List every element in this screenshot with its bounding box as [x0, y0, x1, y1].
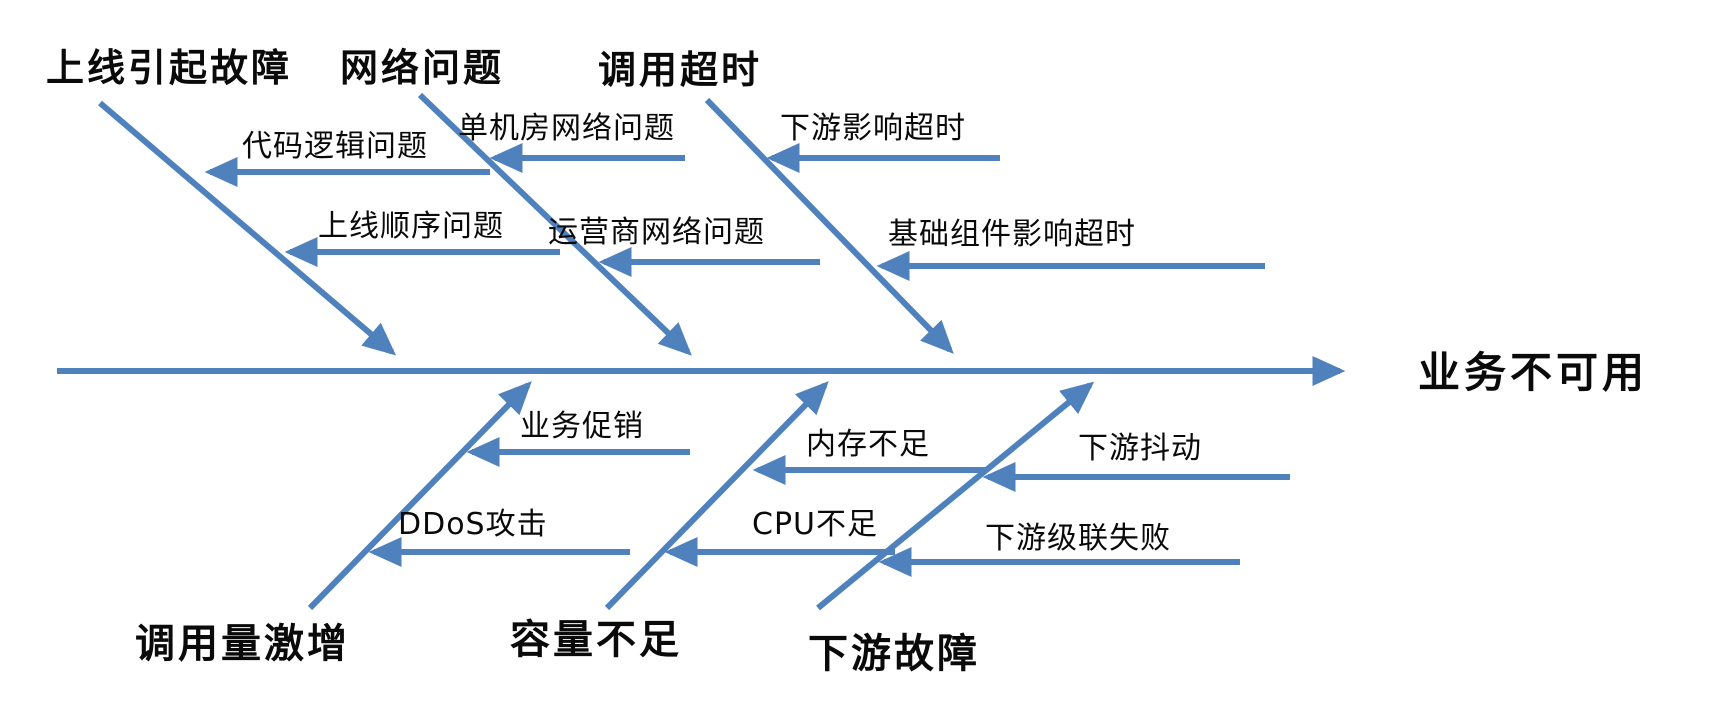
sub-label-downstream-jitter: 下游抖动	[1078, 431, 1202, 466]
sub-label-isp-network: 运营商网络问题	[548, 215, 765, 250]
sub-label-ddos-attack: DDoS攻击	[398, 507, 548, 542]
effect-label: 业务不可用	[1418, 348, 1649, 397]
branch-line-downstream-failure	[816, 381, 1095, 611]
sub-label-code-logic: 代码逻辑问题	[242, 129, 428, 164]
sub-label-base-component-timeout: 基础组件影响超时	[888, 217, 1136, 252]
branch-line-deploy-failure	[98, 100, 397, 356]
branch-label-deploy-failure: 上线引起故障	[46, 46, 293, 90]
sub-label-cpu-shortage: CPU不足	[752, 507, 878, 542]
sub-label-deploy-order: 上线顺序问题	[318, 209, 504, 244]
branch-label-downstream-failure: 下游故障	[808, 631, 980, 677]
sub-label-single-idc-network: 单机房网络问题	[458, 111, 675, 146]
sub-label-business-promotion: 业务促销	[520, 409, 644, 444]
sub-label-memory-shortage: 内存不足	[806, 427, 930, 462]
branch-line-traffic-surge	[307, 381, 532, 611]
branch-label-traffic-surge: 调用量激增	[135, 621, 350, 667]
branch-label-capacity-shortage: 容量不足	[510, 617, 682, 663]
branch-label-network-problem: 网络问题	[340, 46, 505, 90]
sub-label-downstream-timeout: 下游影响超时	[780, 111, 966, 146]
sub-label-downstream-cascade: 下游级联失败	[985, 521, 1171, 556]
branch-line-capacity-shortage	[604, 381, 829, 611]
branch-label-call-timeout: 调用超时	[598, 48, 763, 92]
branch-line-network-problem	[417, 92, 692, 356]
branch-line-call-timeout	[704, 97, 954, 354]
